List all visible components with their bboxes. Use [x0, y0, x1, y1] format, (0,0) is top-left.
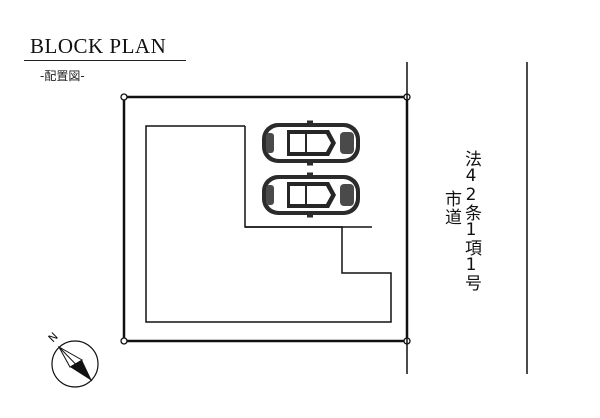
title-underline — [24, 60, 186, 61]
parked-car-2 — [261, 171, 361, 219]
corner-marker-sw — [120, 337, 128, 345]
road-name-label: 市道 — [441, 190, 461, 226]
corner-marker-nw — [120, 93, 128, 101]
compass-north-label: N — [46, 330, 61, 345]
page-subtitle: -配置図- — [40, 69, 85, 83]
compass-north-arrow — [51, 340, 99, 388]
parked-car-1 — [261, 119, 361, 167]
road-legal-class-label: 法42条1項1号 — [461, 150, 481, 290]
page-title: BLOCK PLAN — [30, 34, 167, 58]
